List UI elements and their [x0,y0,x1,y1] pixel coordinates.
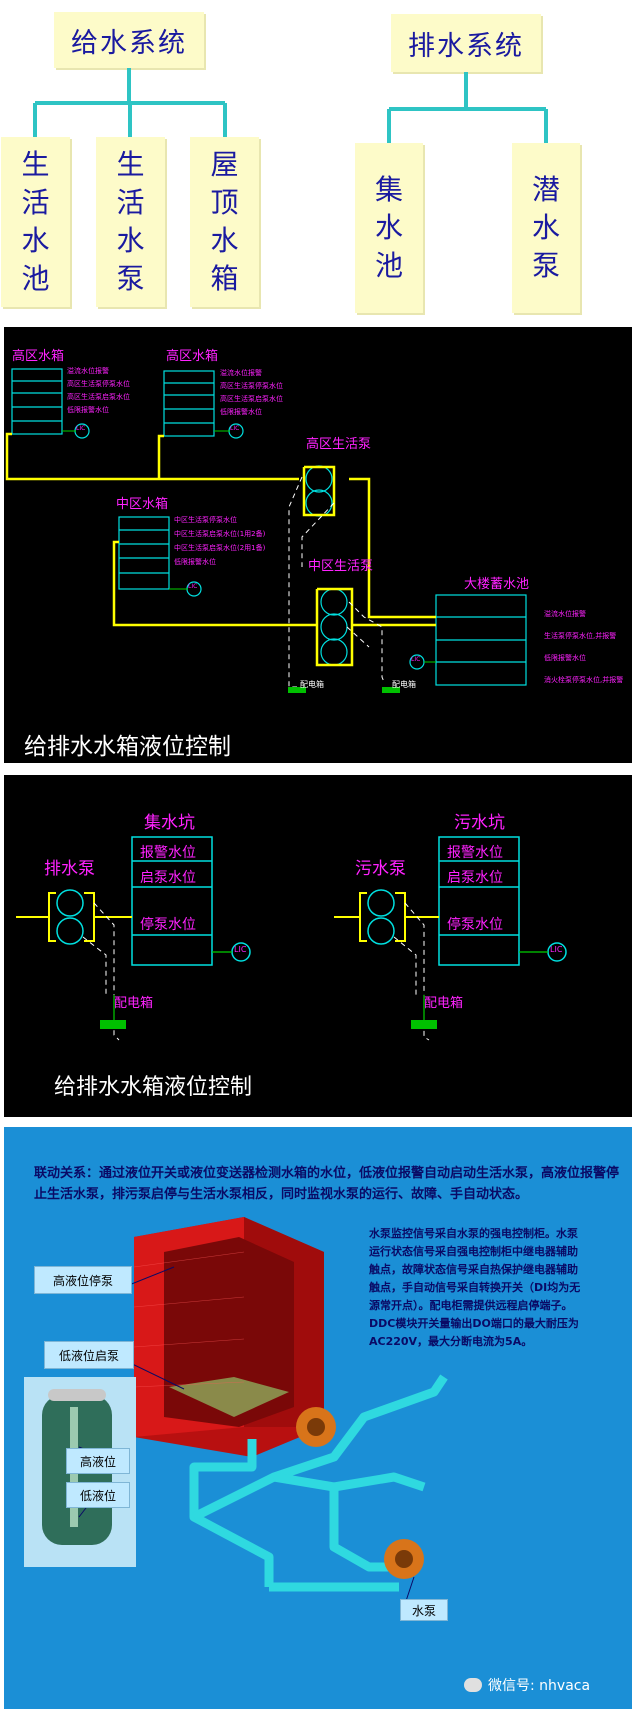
child-label: 生活水池 [21,148,50,295]
sensor-right-label: LIC [550,945,563,954]
level-stop: 停泵水位 [447,917,503,933]
cabinet-left-label: 配电箱 [114,996,154,1011]
linkage-illustration-panel: 联动关系：通过液位开关或液位变送器检测水箱的水位，低液位报警自动启动生活水泵，高… [4,1127,632,1709]
water-supply-child-tank: 屋顶水箱 [190,137,259,307]
label-low-start: 低液位启泵 [44,1341,134,1369]
sensor-label-3: LIC [188,583,198,590]
cad-drawing-sump [16,836,567,1041]
pit-left-levels: 报警水位 启泵水位 停泵水位 [140,841,196,938]
linkage-text: 联动关系：通过液位开关或液位变送器检测水箱的水位，低液位报警自动启动生活水泵，高… [34,1166,620,1202]
level-start: 启泵水位 [140,870,196,886]
label-high-stop: 高液位停泵 [34,1266,132,1294]
cad-panel-supply-tanks: 高区水箱 高区水箱 溢流水位报警高区生活泵停泵水位高区生活泵启泵水位低限报警水位… [4,327,632,763]
panel3-caption: 给排水水箱液位控制 [54,1075,253,1100]
cabinet-2-label: 配电箱 [392,680,416,689]
org-connectors [33,68,548,143]
child-label: 潜水泵 [531,173,560,282]
drainage-child-pit: 集水池 [355,143,423,313]
pump-high-label: 高区生活泵 [306,437,372,452]
cad-drawing-supply [5,368,527,693]
pump-mid-label: 中区生活泵 [308,559,374,574]
sensor-label-1: LIC [76,425,86,432]
sensor-left-label: LIC [234,945,247,954]
pit-right-levels: 报警水位 启泵水位 停泵水位 [447,841,503,938]
cabinet-right-label: 配电箱 [424,996,464,1011]
tank-mid-levels: 中区生活泵停泵水位中区生活泵启泵水位(1用2备)中区生活泵启泵水位(2用1备)低… [174,516,266,566]
sensor-label-4: LIC [411,656,421,663]
pump-left-label: 排水泵 [44,859,95,879]
tank-high-1-levels: 溢流水位报警高区生活泵停泵水位高区生活泵启泵水位低限报警水位 [67,367,130,414]
water-supply-title: 给水系统 [54,12,204,68]
child-label: 集水池 [374,173,403,282]
panel2-caption: 给排水水箱液位控制 [24,734,231,760]
label-high: 高液位 [66,1448,130,1474]
tank-high-2-label: 高区水箱 [166,349,219,364]
tank-high-2-levels: 溢流水位报警高区生活泵停泵水位高区生活泵启泵水位低限报警水位 [220,369,283,416]
label-pump: 水泵 [400,1599,448,1621]
pump-right-label: 污水泵 [355,859,406,879]
cabinet-1-label: 配电箱 [300,680,324,689]
pit-left-label: 集水坑 [144,813,195,833]
water-supply-child-pool: 生活水池 [1,137,70,307]
drainage-title: 排水系统 [391,14,541,72]
level-alarm: 报警水位 [140,845,196,861]
level-stop: 停泵水位 [140,917,196,933]
wechat-icon [464,1678,482,1692]
watermark-text: 微信号: nhvaca [488,1678,591,1694]
level-alarm: 报警水位 [447,845,503,861]
watermark: 微信号: nhvaca [464,1675,590,1695]
reservoir-levels: 溢流水位报警生活泵停泵水位,并报警低限报警水位消火栓泵停泵水位,并报警 [544,610,624,684]
pit-right-label: 污水坑 [454,813,505,833]
sensor-label-2: LIC [230,425,240,432]
child-label: 生活水泵 [116,148,145,295]
child-label: 屋顶水箱 [210,148,239,295]
description-text: 水泵监控信号采自水泵的强电控制柜。水泵运行状态信号采自强电控制柜中继电器辅助触点… [369,1227,581,1348]
tank-mid-label: 中区水箱 [116,497,169,512]
cad-panel-sump-pits: 集水坑 排水泵 报警水位 启泵水位 停泵水位 配电箱 LIC 污水坑 污水泵 报… [4,775,632,1117]
tank-high-1-label: 高区水箱 [12,349,65,364]
level-start: 启泵水位 [447,870,503,886]
reservoir-label: 大楼蓄水池 [464,577,530,592]
label-low: 低液位 [66,1482,130,1508]
illustration-drawing [24,1217,448,1608]
water-supply-child-pump: 生活水泵 [96,137,165,307]
drainage-child-pump: 潜水泵 [512,143,580,313]
